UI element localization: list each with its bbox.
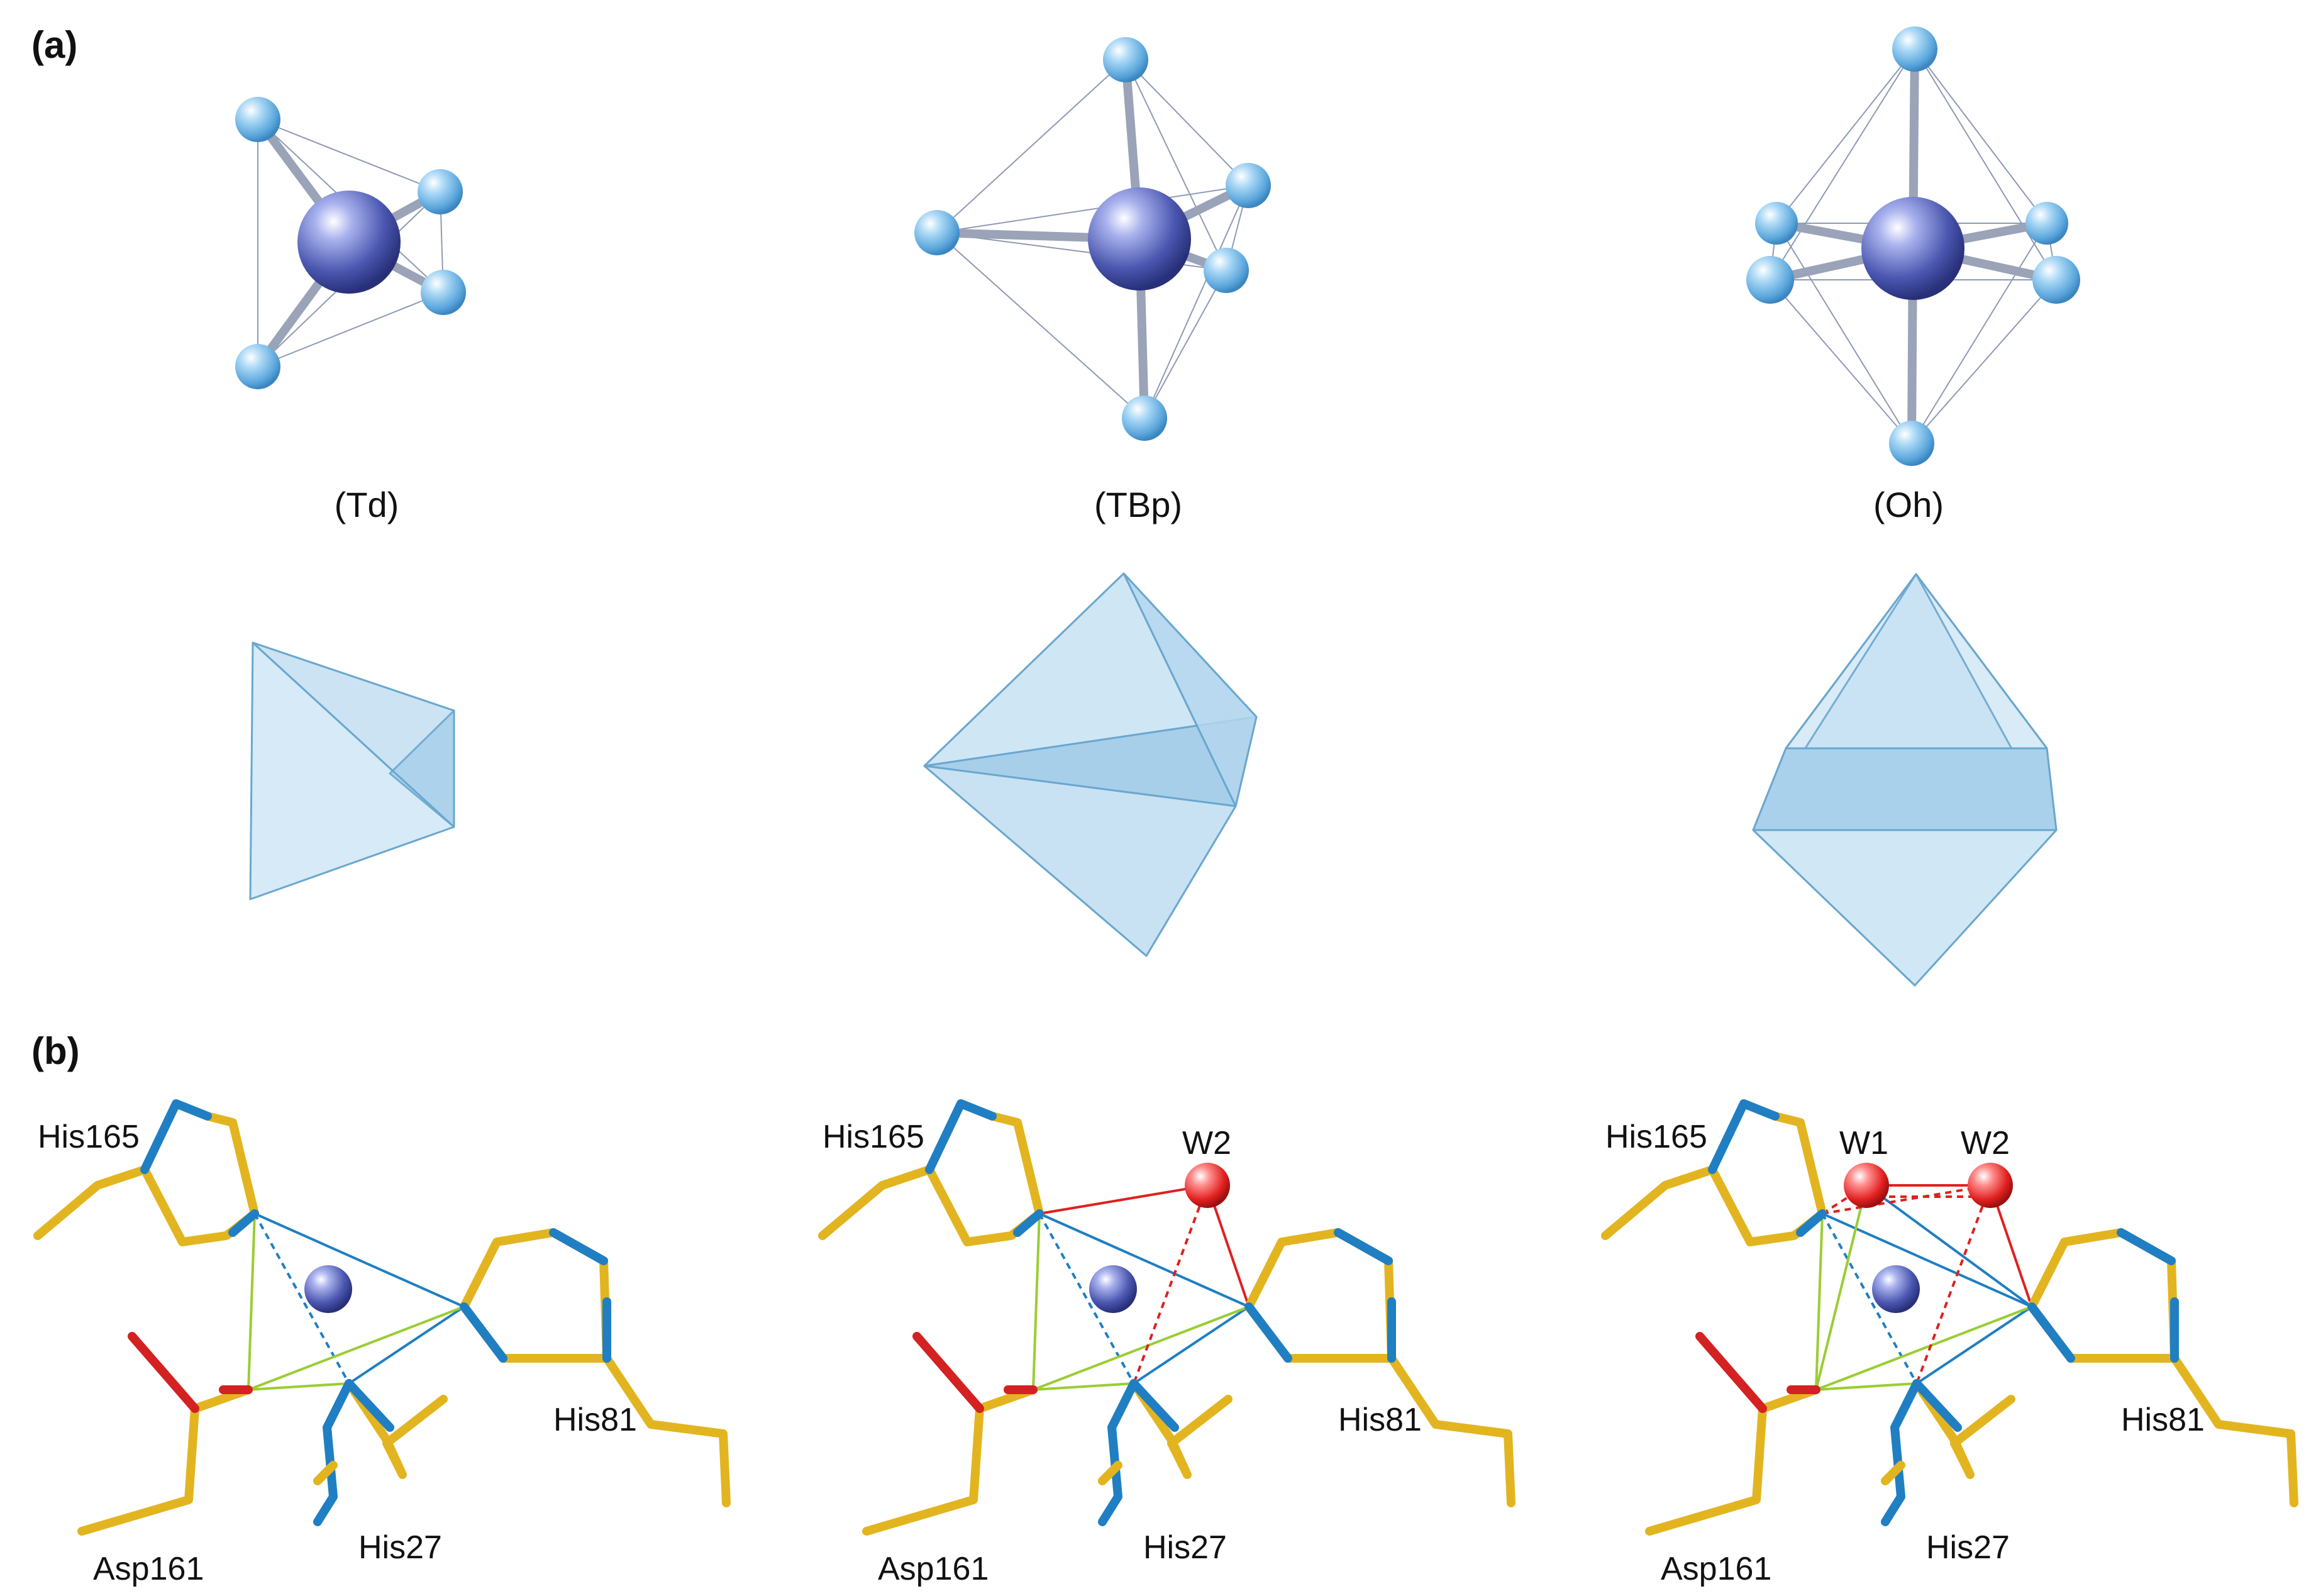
label-his27: His27: [1926, 1529, 2010, 1566]
oh-ball-stick-model: [1746, 26, 2080, 466]
panel-b-label: (b): [31, 1030, 80, 1072]
label-asp161: Asp161: [93, 1551, 204, 1587]
binding-site-2: W2 His165 Asp161 His27 His81: [818, 1099, 1515, 1587]
water-w1: [1844, 1163, 1889, 1208]
label-his81: His81: [2121, 1402, 2205, 1438]
panel-a-label: (a): [31, 24, 77, 66]
label-w2: W2: [1961, 1125, 2010, 1161]
label-asp161: Asp161: [878, 1551, 989, 1587]
label-asp161: Asp161: [1661, 1551, 1771, 1587]
label-his81: His81: [1338, 1402, 1422, 1438]
coordination-lines: [1032, 1184, 1250, 1391]
tbp-ball-stick-model: [914, 37, 1271, 441]
td-metal-atom: [297, 191, 401, 294]
oh-label: (Oh): [1873, 485, 1944, 524]
td-polyhedron: [249, 641, 455, 901]
residue-sticks: [1601, 1099, 2298, 1536]
residue-sticks: [818, 1099, 1515, 1536]
label-his81: His81: [553, 1402, 637, 1438]
coordination-lines: [1815, 1184, 2033, 1391]
water-w2: [1968, 1163, 2013, 1208]
oh-polyhedron: [1752, 573, 2058, 987]
label-w2: W2: [1182, 1125, 1231, 1161]
label-w1: W1: [1839, 1125, 1888, 1161]
metal-ion: [1089, 1265, 1137, 1313]
td-label: (Td): [335, 485, 399, 524]
binding-site-1: His165 Asp161 His27 His81: [33, 1099, 731, 1587]
label-his165: His165: [1605, 1119, 1707, 1155]
tbp-metal-atom: [1088, 187, 1191, 291]
label-his27: His27: [358, 1529, 442, 1566]
label-his27: His27: [1143, 1529, 1227, 1566]
metal-ion: [304, 1265, 352, 1313]
coordination-lines: [247, 1212, 465, 1391]
tbp-polyhedron: [923, 572, 1258, 957]
metal-ion: [1872, 1265, 1920, 1313]
td-ball-stick-model: [235, 97, 466, 389]
oh-metal-atom: [1861, 197, 1964, 300]
label-his165: His165: [38, 1119, 140, 1155]
water-w2: [1185, 1163, 1230, 1208]
binding-site-3: W1 W2 His165 Asp161 His27 His81: [1601, 1099, 2298, 1587]
label-his165: His165: [823, 1119, 924, 1155]
tbp-label: (TBp): [1094, 485, 1182, 524]
residue-sticks: [33, 1099, 731, 1536]
